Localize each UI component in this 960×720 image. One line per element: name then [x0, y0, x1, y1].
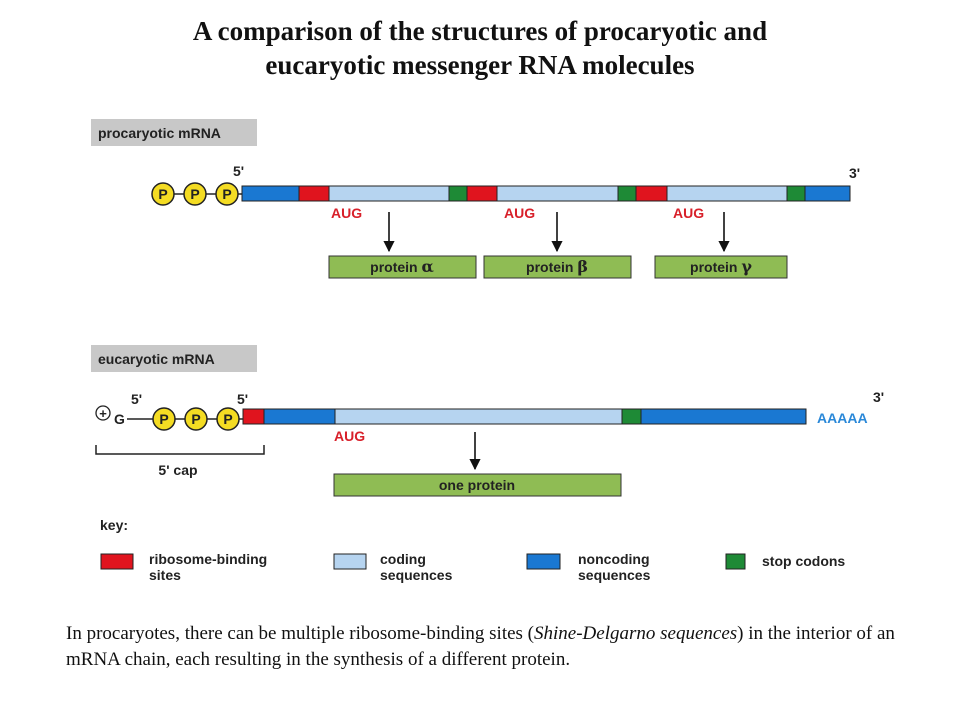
noncoding-segment [241, 185, 300, 202]
legend-swatch-ribosome-binding [100, 553, 134, 570]
start-codon-label: AUG [673, 205, 704, 221]
noncoding-segment [263, 408, 336, 425]
prokaryotic-label: procaryotic mRNA [98, 125, 221, 141]
coding-segment [334, 408, 623, 425]
coding-segment [496, 185, 619, 202]
cap-five-prime: 5' [131, 391, 142, 407]
protein-box [328, 255, 477, 279]
prokaryotic-phosphates: P P P [151, 182, 242, 206]
phosphate-glyph: P [159, 411, 168, 427]
protein-box [654, 255, 788, 279]
positive-charge-circle [95, 405, 111, 421]
start-codon-label: AUG [334, 428, 365, 444]
eukaryotic-section: eucaryotic mRNA + G 5' 5' 3' P P P AAAAA… [91, 345, 884, 497]
caption-italic-term: Shine-Delgarno sequences [534, 623, 738, 644]
legend-label-noncoding: noncoding sequences [578, 551, 653, 583]
poly-a-tail: AAAAA [817, 410, 868, 426]
legend-label-coding: coding sequences [380, 551, 453, 583]
prokaryotic-five-prime: 5' [233, 163, 244, 179]
legend: key: ribosome-binding sites coding seque… [100, 517, 845, 583]
caption-text-start: In procaryotes, there can be multiple ri… [66, 623, 535, 644]
eukaryotic-mrna-strand [242, 408, 807, 425]
stop-codon [448, 185, 468, 202]
protein-label: protein β [526, 257, 588, 276]
phosphate-glyph: P [158, 186, 167, 202]
prokaryotic-label-bg [91, 119, 257, 146]
coding-segment [666, 185, 788, 202]
title-line-1: A comparison of the structures of procar… [192, 16, 768, 46]
ribosome-binding-site [242, 408, 265, 425]
ribosome-binding-site [298, 185, 330, 202]
noncoding-segment [640, 408, 807, 425]
stop-codon [617, 185, 637, 202]
page-title: A comparison of the structures of procar… [0, 14, 960, 82]
stop-codon [621, 408, 642, 425]
eukaryotic-three-prime: 3' [873, 389, 884, 405]
prokaryotic-mrna-strand [241, 185, 851, 202]
guanine-label: G [114, 411, 125, 427]
legend-swatch-stop-codon [725, 553, 746, 570]
protein-label: protein γ [690, 257, 752, 276]
prokaryotic-protein-beta: protein β [483, 255, 632, 279]
protein-box [333, 473, 622, 497]
legend-title: key: [100, 517, 128, 533]
eukaryotic-phosphates: P P P [152, 407, 243, 431]
ribosome-binding-site [466, 185, 498, 202]
cap-bracket [95, 445, 265, 455]
protein-box [483, 255, 632, 279]
eukaryotic-five-prime: 5' [237, 391, 248, 407]
protein-label: protein α [370, 257, 434, 276]
prokaryotic-three-prime: 3' [849, 165, 860, 181]
cap-label: 5' cap [158, 462, 197, 478]
legend-label-stop-codon: stop codons [762, 553, 845, 569]
phosphate-glyph: P [222, 186, 231, 202]
phosphate-glyph: P [223, 411, 232, 427]
legend-swatch-coding [333, 553, 367, 570]
eukaryotic-protein: one protein [333, 473, 622, 497]
caption-text-end: ) in the interior of an mRNA chain, each… [66, 623, 895, 670]
stop-codon [786, 185, 806, 202]
noncoding-segment [804, 185, 851, 202]
prokaryotic-protein-gamma: protein γ [654, 255, 788, 279]
prokaryotic-protein-alpha: protein α [328, 255, 477, 279]
legend-label-ribosome-binding: ribosome-binding sites [149, 551, 271, 583]
eukaryotic-label: eucaryotic mRNA [98, 351, 215, 367]
eukaryotic-label-bg [91, 345, 257, 372]
coding-segment [328, 185, 450, 202]
protein-label: one protein [439, 477, 515, 493]
ribosome-binding-site [635, 185, 668, 202]
title-line-2: eucaryotic messenger RNA molecules [265, 50, 695, 80]
prokaryotic-section: procaryotic mRNA 5' 3' P P P [91, 119, 860, 279]
positive-charge-glyph: + [99, 406, 107, 421]
start-codon-label: AUG [504, 205, 535, 221]
phosphate-glyph: P [191, 411, 200, 427]
caption: In procaryotes, there can be multiple ri… [66, 621, 946, 673]
start-codon-label: AUG [331, 205, 362, 221]
legend-swatch-noncoding [526, 553, 561, 570]
phosphate-glyph: P [190, 186, 199, 202]
